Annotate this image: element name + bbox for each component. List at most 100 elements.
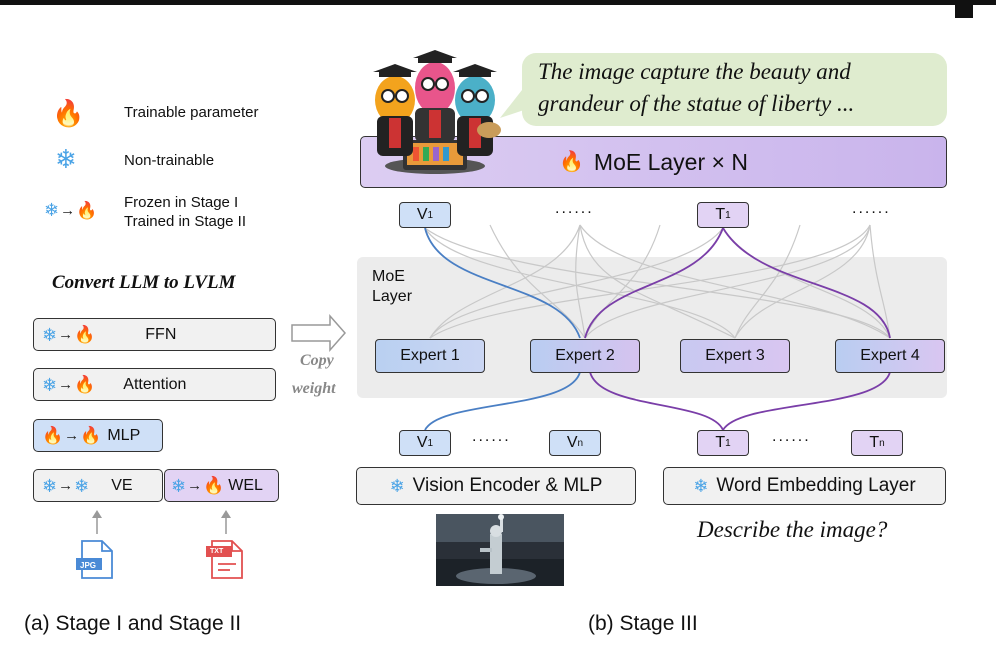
legend-frozen-icons: ❄ → 🔥 bbox=[44, 201, 97, 219]
ve-label: VE bbox=[111, 476, 133, 494]
ffn-block: ❄→🔥 FFN bbox=[33, 318, 276, 351]
vision-encoder-block: ❄ Vision Encoder & MLP bbox=[356, 467, 636, 505]
dots-top-2: ...... bbox=[852, 200, 891, 217]
ffn-label: FFN bbox=[145, 325, 177, 343]
ve-input-arrowhead bbox=[92, 510, 102, 518]
moe-layer-stack-label: MoE Layer × N bbox=[593, 148, 748, 175]
text-token-route-top-a bbox=[584, 227, 724, 339]
txt-label: TXT bbox=[210, 548, 224, 555]
output-speech-bubble bbox=[522, 53, 947, 126]
expert-3: Expert 3 bbox=[680, 339, 790, 373]
dots-top-1: ...... bbox=[555, 200, 594, 217]
vision-token-route-bottom bbox=[424, 371, 581, 431]
snowflake-icon: ❄ bbox=[693, 476, 709, 496]
vision-token-route-top bbox=[424, 227, 581, 339]
txt-file-icon bbox=[206, 540, 243, 579]
top-rule bbox=[0, 0, 996, 5]
arrow-right-icon: → bbox=[58, 477, 74, 494]
statue-of-liberty-image bbox=[436, 514, 564, 586]
wel-label: WEL bbox=[228, 476, 263, 494]
mlp-block: 🔥→🔥 MLP bbox=[33, 419, 163, 452]
moe-layer-label: MoE Layer bbox=[372, 267, 412, 307]
copy-label: Copy bbox=[300, 352, 334, 369]
ve-status-icons: ❄→❄ bbox=[42, 477, 89, 495]
snowflake-icon: ❄ bbox=[55, 144, 77, 174]
stage3-caption: (b) Stage III bbox=[588, 612, 698, 635]
token-letter: T bbox=[869, 434, 880, 451]
token-subscript: 1 bbox=[725, 209, 731, 221]
word-embedding-block: ❄ Word Embedding Layer bbox=[663, 467, 946, 505]
token-subscript: 1 bbox=[725, 437, 731, 449]
token-letter: T bbox=[715, 434, 726, 451]
token-letter: T bbox=[715, 206, 726, 223]
wel-input-arrowhead bbox=[221, 510, 231, 518]
fire-icon: 🔥 bbox=[80, 426, 102, 445]
legend-trainable: Trainable parameter bbox=[124, 104, 259, 121]
snowflake-icon: ❄ bbox=[42, 475, 58, 496]
vision-encoder-label: Vision Encoder & MLP bbox=[412, 475, 603, 496]
snowflake-icon: ❄ bbox=[74, 475, 90, 496]
arrow-right-icon: → bbox=[187, 477, 203, 494]
fire-icon: 🔥 bbox=[74, 325, 96, 344]
expert-2: Expert 2 bbox=[530, 339, 640, 373]
moe-label-line1: MoE bbox=[372, 268, 405, 285]
token-subscript: 1 bbox=[427, 437, 434, 449]
snowflake-icon: ❄ bbox=[44, 200, 60, 220]
fire-icon: 🔥 bbox=[74, 375, 96, 394]
attention-block: ❄→🔥 Attention bbox=[33, 368, 276, 401]
question-text: Describe the image? bbox=[697, 517, 888, 542]
stage12-title: Convert LLM to LVLM bbox=[52, 272, 236, 293]
moe-label-line2: Layer bbox=[372, 288, 413, 305]
dots-bottom-2: ...... bbox=[772, 428, 811, 445]
fire-icon: 🔥 bbox=[52, 98, 85, 128]
stage12-caption: (a) Stage I and Stage II bbox=[24, 612, 242, 635]
text-token-route-top-b bbox=[722, 227, 891, 339]
expert-1: Expert 1 bbox=[375, 339, 485, 373]
token-letter: V bbox=[566, 434, 578, 451]
llama-mascot-icon bbox=[373, 50, 501, 174]
token-subscript: n bbox=[577, 437, 584, 449]
fire-icon: 🔥 bbox=[42, 426, 64, 445]
arrow-right-icon: → bbox=[64, 427, 80, 444]
output-text-line2: grandeur of the statue of liberty ... bbox=[538, 91, 855, 116]
output-text-line1: The image capture the beauty and bbox=[538, 59, 851, 84]
legend-frozen-line2: Trained in Stage II bbox=[124, 213, 247, 230]
legend-non-trainable: Non-trainable bbox=[124, 152, 215, 169]
token-letter: V bbox=[416, 206, 428, 223]
top-rule-tail bbox=[955, 0, 973, 18]
wel-status-icons: ❄→🔥 bbox=[171, 477, 224, 495]
jpg-file-icon bbox=[76, 540, 113, 579]
snowflake-icon: ❄ bbox=[171, 475, 187, 496]
expert-4: Expert 4 bbox=[835, 339, 945, 373]
weight-label: weight bbox=[292, 380, 336, 397]
snowflake-icon: ❄ bbox=[42, 374, 58, 395]
arrow-right-icon: → bbox=[58, 376, 74, 393]
dots-bottom-1: ...... bbox=[472, 428, 511, 445]
token-subscript: 1 bbox=[427, 209, 434, 221]
inactive-routes bbox=[424, 224, 891, 339]
copy-weight-arrow bbox=[291, 314, 347, 352]
mlp-status-icons: 🔥→🔥 bbox=[42, 427, 101, 444]
word-embedding-label: Word Embedding Layer bbox=[716, 475, 916, 496]
snowflake-icon: ❄ bbox=[389, 476, 405, 496]
token-letter: V bbox=[416, 434, 428, 451]
mlp-label: MLP bbox=[107, 426, 141, 444]
fire-icon: 🔥 bbox=[559, 151, 584, 173]
attention-status-icons: ❄→🔥 bbox=[42, 376, 95, 394]
fire-icon: 🔥 bbox=[76, 200, 98, 220]
attention-label: Attention bbox=[123, 375, 187, 393]
ffn-status-icons: ❄→🔥 bbox=[42, 326, 95, 344]
jpg-label: JPG bbox=[80, 561, 97, 570]
arrow-right-icon: → bbox=[60, 201, 76, 219]
speech-bubble-tail bbox=[500, 90, 530, 118]
ve-block: ❄→❄ VE bbox=[33, 469, 163, 502]
token-subscript: n bbox=[879, 437, 885, 449]
wel-block: ❄→🔥 WEL bbox=[164, 469, 279, 502]
